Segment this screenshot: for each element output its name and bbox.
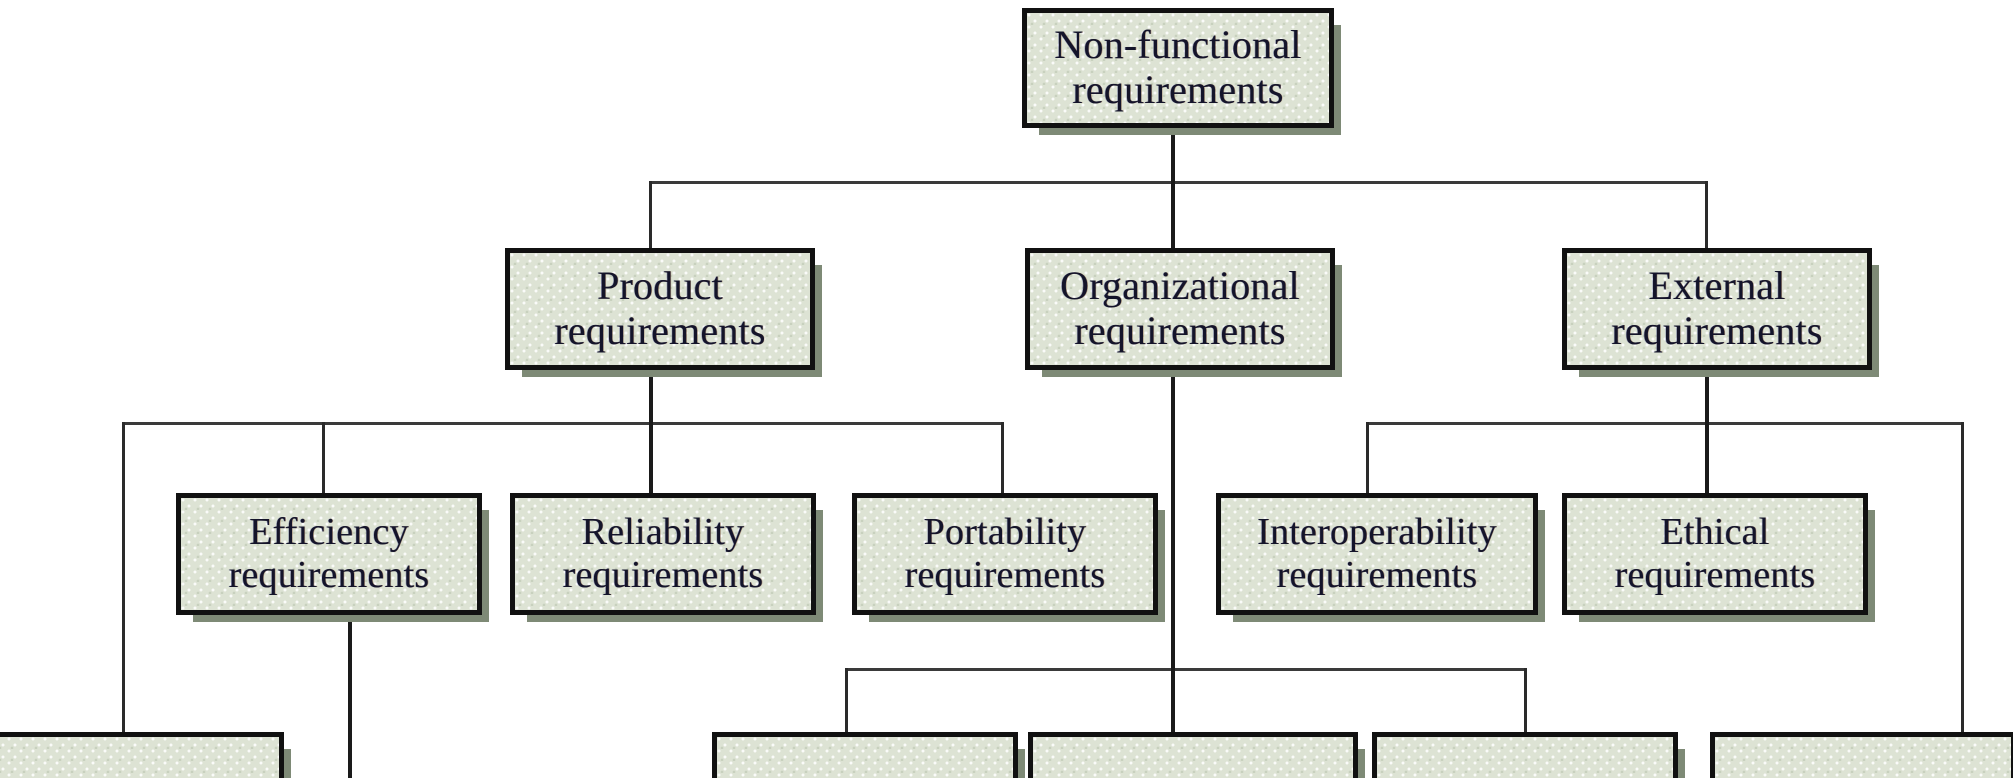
- node-label: Product requirements: [554, 263, 766, 353]
- edge-drop-usability-rail: [122, 422, 125, 742]
- edge-drop-external: [1705, 181, 1708, 251]
- node-label: Usability: [51, 770, 211, 778]
- node-box: Legislative: [1710, 732, 2013, 778]
- node-usability[interactable]: Usability: [0, 732, 291, 778]
- edge-drop-organizational: [1171, 181, 1175, 251]
- node-label: Implementation: [1059, 770, 1327, 778]
- edge-organizational-stem: [1171, 360, 1175, 672]
- node-label: External requirements: [1611, 263, 1823, 353]
- node-label: Non-functional requirements: [1054, 22, 1302, 112]
- node-box: Implementation: [1028, 732, 1358, 778]
- node-box: Efficiency requirements: [176, 493, 482, 615]
- node-box: Organizational requirements: [1025, 248, 1335, 370]
- edge-drop-reliability: [649, 422, 653, 496]
- node-delivery[interactable]: Delivery: [712, 732, 1025, 778]
- edge-bus-external: [1366, 422, 1964, 425]
- node-standards[interactable]: Standards: [1372, 732, 1685, 778]
- edge-bus-product: [122, 422, 1004, 425]
- edge-external-stem: [1705, 360, 1709, 424]
- node-box: Standards: [1372, 732, 1678, 778]
- node-label: Interoperability requirements: [1257, 511, 1497, 596]
- node-label: Organizational requirements: [1060, 263, 1300, 353]
- edge-drop-interoperability: [1366, 422, 1369, 496]
- edge-product-stem: [649, 360, 653, 424]
- node-label: Legislative: [1767, 770, 1959, 778]
- edge-bus-level2: [649, 181, 1707, 184]
- node-label: Delivery: [788, 770, 942, 778]
- node-box: Delivery: [712, 732, 1018, 778]
- node-box: Reliability requirements: [510, 493, 816, 615]
- node-box: Usability: [0, 732, 284, 778]
- edge-drop-legislative-rail: [1961, 422, 1964, 742]
- edge-drop-efficiency: [322, 422, 325, 496]
- node-box: External requirements: [1562, 248, 1872, 370]
- node-label: Efficiency requirements: [228, 511, 430, 596]
- node-label: Ethical requirements: [1614, 511, 1816, 596]
- edge-efficiency-stem: [348, 605, 352, 778]
- edge-drop-delivery: [845, 668, 848, 738]
- edge-drop-standards: [1524, 668, 1527, 738]
- node-label: Portability requirements: [904, 511, 1106, 596]
- node-efficiency-requirements[interactable]: Efficiency requirements: [176, 493, 489, 622]
- node-box: Portability requirements: [852, 493, 1158, 615]
- node-legislative[interactable]: Legislative: [1710, 732, 2013, 778]
- node-portability-requirements[interactable]: Portability requirements: [852, 493, 1165, 622]
- node-implementation[interactable]: Implementation: [1028, 732, 1365, 778]
- node-organizational-requirements[interactable]: Organizational requirements: [1025, 248, 1342, 377]
- node-box: Interoperability requirements: [1216, 493, 1538, 615]
- node-reliability-requirements[interactable]: Reliability requirements: [510, 493, 823, 622]
- edge-drop-product: [649, 181, 652, 251]
- node-label: Standards: [1439, 770, 1611, 778]
- node-external-requirements[interactable]: External requirements: [1562, 248, 1879, 377]
- node-box: Non-functional requirements: [1022, 8, 1334, 128]
- node-box: Ethical requirements: [1562, 493, 1868, 615]
- edge-drop-implementation: [1171, 668, 1175, 738]
- edge-drop-ethical: [1705, 422, 1709, 496]
- node-product-requirements[interactable]: Product requirements: [505, 248, 822, 377]
- edge-bus-organizational: [845, 668, 1527, 671]
- edge-drop-portability: [1001, 422, 1004, 496]
- node-box: Product requirements: [505, 248, 815, 370]
- node-interoperability-requirements[interactable]: Interoperability requirements: [1216, 493, 1545, 622]
- node-label: Reliability requirements: [562, 511, 764, 596]
- node-ethical-requirements[interactable]: Ethical requirements: [1562, 493, 1875, 622]
- node-non-functional-requirements[interactable]: Non-functional requirements: [1022, 8, 1341, 135]
- edge-root-stem: [1171, 118, 1175, 184]
